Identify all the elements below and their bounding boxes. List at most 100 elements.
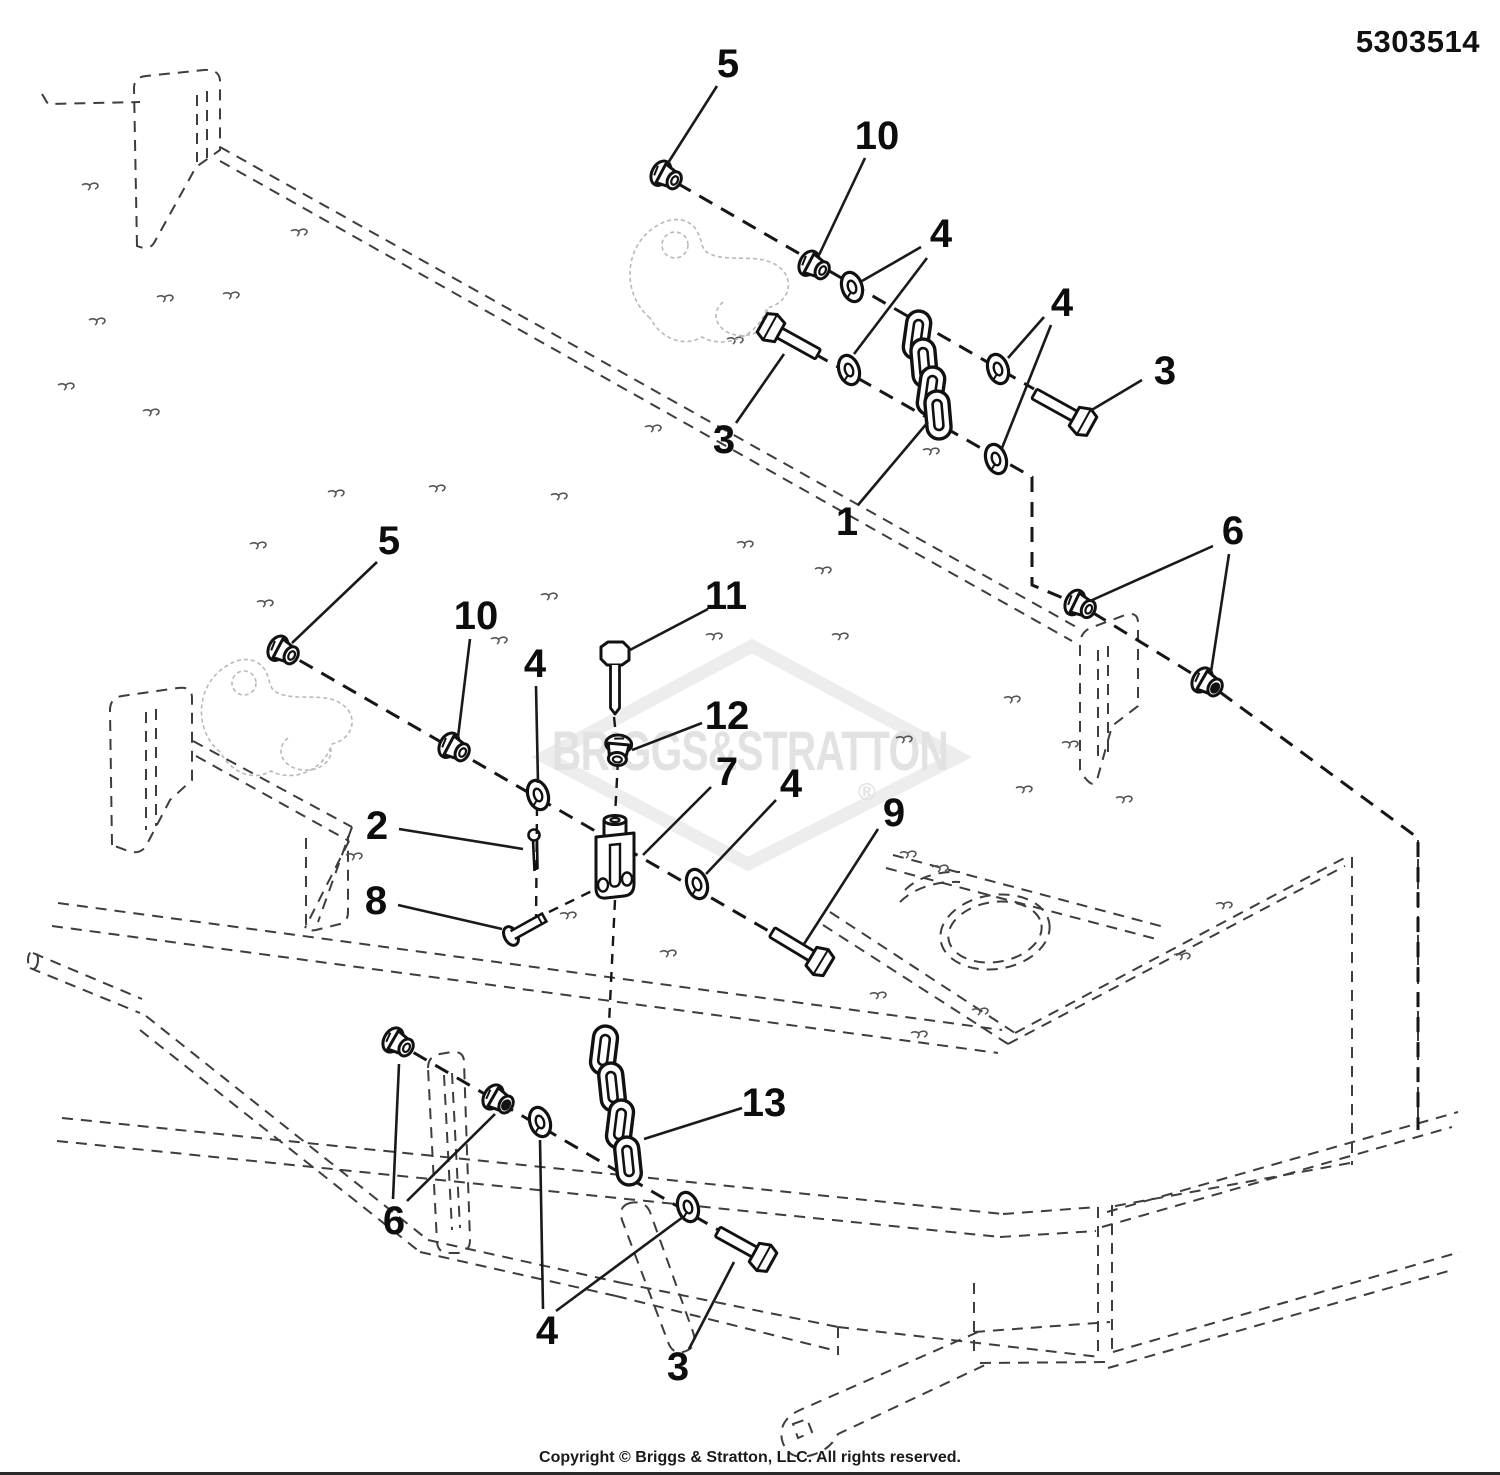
callout-13-19: 13 bbox=[643, 1081, 787, 1141]
callout-8-17: 8 bbox=[365, 879, 503, 931]
callout-5-8: 5 bbox=[291, 519, 400, 644]
ghost-lift-bracket-middle bbox=[200, 658, 353, 777]
callout-5-0: 5 bbox=[666, 42, 739, 164]
leader-line bbox=[687, 1261, 736, 1350]
deck-edge bbox=[195, 755, 350, 842]
hanger-arm-square-hole bbox=[791, 1417, 814, 1440]
callout-4-3: 4 bbox=[1000, 281, 1074, 449]
spindle-plate-edge bbox=[822, 924, 1009, 1045]
deck-edge bbox=[41, 93, 141, 106]
leader-line bbox=[734, 353, 786, 424]
deck-lip bbox=[999, 1230, 1097, 1238]
callout-number: 5 bbox=[378, 519, 400, 563]
watermark-diamond-logo bbox=[531, 638, 973, 872]
callout-4-11: 4 bbox=[524, 642, 547, 784]
hardware-parts bbox=[262, 156, 1229, 1273]
spindle-hole bbox=[939, 893, 1051, 971]
deck-skirt-edge bbox=[139, 1029, 421, 1253]
callout-10-1: 10 bbox=[817, 114, 899, 256]
callout-11-10: 11 bbox=[627, 574, 747, 653]
leader-line bbox=[406, 1113, 496, 1202]
deck-stub-cap bbox=[27, 950, 39, 970]
callout-4-14: 4 bbox=[705, 762, 803, 875]
callout-number: 3 bbox=[713, 418, 735, 462]
callout-number: 6 bbox=[383, 1199, 405, 1243]
nut-item6-right-a bbox=[1059, 585, 1102, 626]
leader-line bbox=[631, 721, 703, 752]
leader-line bbox=[456, 638, 472, 738]
callout-12-12: 12 bbox=[631, 694, 750, 752]
callout-number: 4 bbox=[524, 642, 547, 686]
bolt-item3-top-left bbox=[755, 312, 822, 360]
deck-stub bbox=[29, 967, 141, 1014]
callout-number: 13 bbox=[742, 1081, 787, 1125]
callout-number: 6 bbox=[1222, 509, 1244, 553]
callout-1-6: 1 bbox=[836, 421, 929, 544]
deck-bracket-top-left bbox=[132, 68, 221, 249]
deck-lip bbox=[973, 1321, 1111, 1333]
deck-skirt-edge bbox=[145, 1015, 429, 1241]
leader-line bbox=[642, 786, 712, 856]
callout-number: 9 bbox=[883, 791, 905, 835]
callout-number: 3 bbox=[1154, 349, 1176, 393]
chain-item13 bbox=[587, 1023, 645, 1188]
axis-clevis-pin bbox=[548, 885, 601, 914]
callout-7-13: 7 bbox=[642, 750, 738, 856]
leader-line bbox=[666, 85, 719, 164]
deck-skirt-edge bbox=[419, 1251, 617, 1297]
axis-top-upper bbox=[655, 169, 1035, 391]
bolt-item3-top-right bbox=[1030, 388, 1099, 437]
callout-10-9: 10 bbox=[454, 594, 499, 738]
washer-item4 bbox=[833, 351, 865, 389]
deck-bracket-right bbox=[1079, 613, 1139, 785]
deck-lip bbox=[979, 1361, 1108, 1364]
callout-number: 3 bbox=[667, 1345, 689, 1389]
leader-line bbox=[1209, 553, 1231, 673]
nut-item10-mid bbox=[433, 728, 476, 769]
callout-3-5: 3 bbox=[713, 353, 786, 462]
watermark-registered-icon: ® bbox=[858, 779, 876, 806]
deck-edge bbox=[1114, 1162, 1351, 1207]
leader-line bbox=[643, 1106, 743, 1141]
assembly-axis-lines bbox=[277, 169, 1420, 1254]
spindle-plate-edge bbox=[829, 911, 1016, 1034]
callout-number: 4 bbox=[1051, 281, 1074, 325]
callout-number: 10 bbox=[454, 594, 499, 638]
axis-bottom bbox=[391, 1038, 757, 1254]
leader-line bbox=[397, 903, 503, 931]
leader-line bbox=[1089, 378, 1143, 413]
bolt-item9 bbox=[768, 926, 836, 978]
cotter-pin-item2 bbox=[527, 828, 541, 872]
leader-line bbox=[817, 157, 867, 256]
leader-line bbox=[1007, 316, 1045, 359]
leader-line bbox=[861, 245, 922, 283]
callout-6-7: 6 bbox=[1089, 509, 1244, 673]
nut-item10-top bbox=[793, 246, 836, 287]
chain-item1 bbox=[900, 307, 954, 442]
deck-lip bbox=[1107, 1269, 1453, 1369]
deck-edge bbox=[192, 740, 353, 828]
callout-2-16: 2 bbox=[366, 804, 524, 851]
callout-number: 12 bbox=[705, 694, 750, 738]
leader-line bbox=[857, 421, 929, 506]
callout-number: 4 bbox=[780, 762, 803, 806]
leader-line bbox=[398, 827, 524, 851]
deck-skirt-edge bbox=[837, 1326, 1101, 1358]
leader-line bbox=[538, 1139, 545, 1310]
hanger-strap-slot bbox=[451, 1072, 461, 1229]
leader-line bbox=[1089, 544, 1214, 603]
spindle-hole-inner bbox=[947, 900, 1043, 964]
mower-deck-outline bbox=[27, 68, 1461, 1458]
leader-line bbox=[705, 799, 777, 875]
locknut-insert bbox=[1210, 682, 1220, 694]
nut-item6-right-b bbox=[1186, 662, 1229, 704]
flange-nut-item5-top bbox=[645, 156, 688, 197]
leader-line bbox=[802, 828, 880, 945]
deck-skirt-edge bbox=[61, 1117, 1004, 1215]
callout-3-4: 3 bbox=[1089, 349, 1176, 413]
callout-9-15: 9 bbox=[802, 791, 905, 945]
deck-lip bbox=[1106, 1111, 1459, 1213]
spindle-plate-edge bbox=[1014, 854, 1351, 1034]
